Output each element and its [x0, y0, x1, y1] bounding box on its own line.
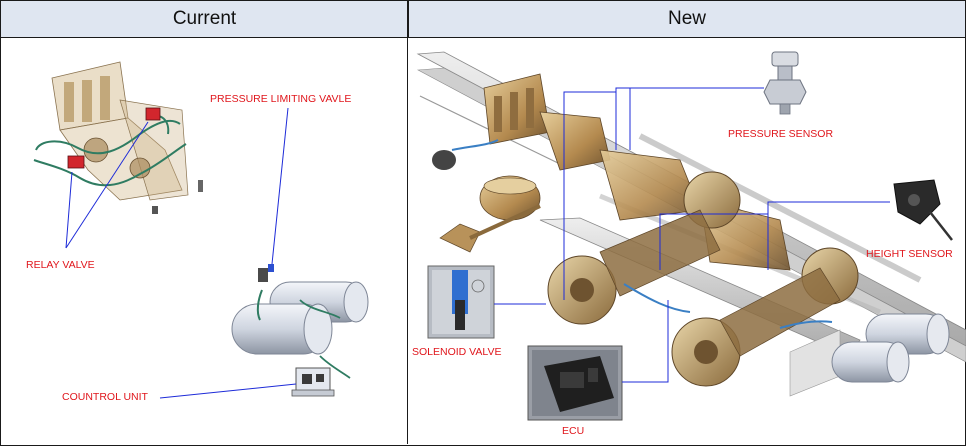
new-leader-lines [494, 87, 890, 383]
header-new: New [409, 1, 965, 38]
current-air-tanks [231, 264, 369, 379]
new-air-tanks [831, 313, 950, 383]
label-control-unit: COUNTROL UNIT [62, 391, 148, 403]
header-current: Current [1, 1, 409, 38]
height-sensor-image [893, 179, 953, 241]
label-pressure-limiting-valve: PRESSURE LIMITING VAVLE [210, 93, 352, 105]
column-divider [407, 0, 408, 444]
label-solenoid-valve: SOLENOID VALVE [412, 346, 502, 358]
ecu-image [527, 345, 623, 421]
solenoid-valve-image [427, 265, 495, 339]
new-air-spring [432, 150, 541, 253]
current-control-unit [291, 367, 335, 397]
label-relay-valve: RELAY VALVE [26, 259, 95, 271]
label-pressure-sensor: PRESSURE SENSOR [728, 128, 834, 140]
pressure-sensor-image [763, 51, 807, 115]
current-suspension-assembly [33, 61, 203, 214]
current-leader-lines [65, 107, 297, 399]
new-air-lines [451, 139, 833, 329]
label-ecu: ECU [562, 425, 585, 437]
label-height-sensor: HEIGHT SENSOR [866, 248, 953, 260]
